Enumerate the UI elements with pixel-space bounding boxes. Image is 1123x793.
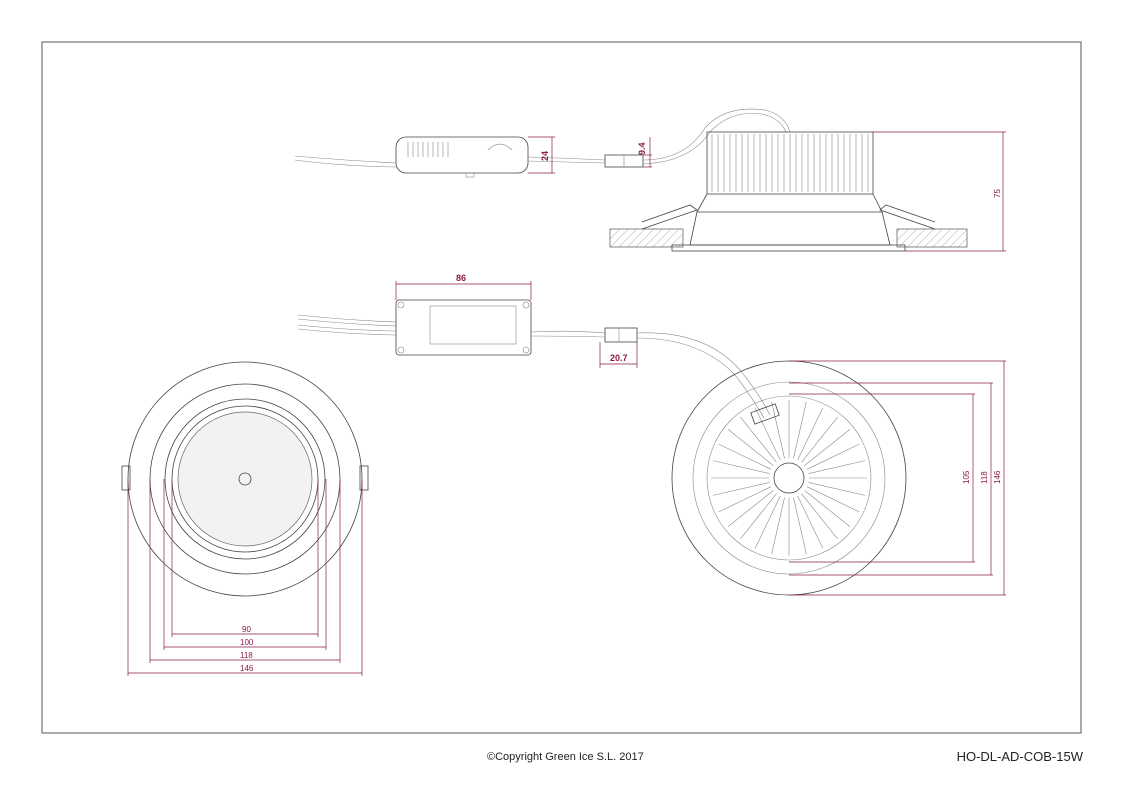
drawing-frame <box>41 41 1082 734</box>
dim-fixture-height: 75 <box>993 189 1002 198</box>
dim-driver-length: 86 <box>456 273 466 283</box>
driver-top-view: 86 20.7 <box>297 273 771 419</box>
copyright-text: ©Copyright Green Ice S.L. 2017 <box>487 751 644 763</box>
back-radial-fin <box>771 401 785 459</box>
back-radial-fin <box>801 493 838 540</box>
back-radial-fin <box>797 495 824 549</box>
back-radial-fin <box>806 486 860 513</box>
back-radial-fin <box>754 407 781 461</box>
back-radial-fin <box>740 493 777 540</box>
dim-connector-height: 9.4 <box>637 142 647 155</box>
back-radial-fin <box>793 401 807 459</box>
dim-back-118: 118 <box>980 471 989 484</box>
back-radial-fin <box>754 495 781 549</box>
back-radial-fin <box>793 497 807 555</box>
dim-front-118: 118 <box>240 651 253 660</box>
back-radial-fin <box>797 407 824 461</box>
driver-top <box>395 299 532 356</box>
dim-connector-length: 20.7 <box>610 353 628 363</box>
dim-back-105: 105 <box>962 470 971 484</box>
model-code: HO-DL-AD-COB-15W <box>956 749 1083 764</box>
back-view: 105 118 146 <box>671 360 1006 596</box>
back-radial-fin <box>804 429 851 466</box>
back-radial-fin <box>718 443 772 470</box>
back-radial-fin <box>727 429 774 466</box>
dim-back-146: 146 <box>993 470 1002 484</box>
ceiling-right <box>896 228 968 248</box>
ceiling-left <box>609 228 684 248</box>
back-radial-fin <box>740 416 777 463</box>
back-radial-fin <box>727 490 774 527</box>
dim-front-100: 100 <box>240 638 254 647</box>
back-radial-fin <box>801 416 838 463</box>
back-radial-fin <box>718 486 772 513</box>
back-radial-fin <box>712 482 770 496</box>
back-cable-clamp <box>750 403 780 425</box>
back-hub <box>773 462 805 494</box>
back-radial-fin <box>808 460 866 474</box>
back-radial-fin <box>808 482 866 496</box>
front-view: 90 100 118 146 <box>121 361 369 676</box>
dim-front-90: 90 <box>242 625 251 634</box>
front-lens <box>177 411 313 547</box>
back-radial-fin <box>712 460 770 474</box>
bezel-side <box>671 244 906 252</box>
side-view: 24 9.4 75 <box>294 108 1006 252</box>
back-radial-fin <box>804 490 851 527</box>
back-radial-fin <box>771 497 785 555</box>
back-radial-fin <box>806 443 860 470</box>
front-center-dot <box>238 472 252 486</box>
dim-front-146: 146 <box>240 664 254 673</box>
dim-driver-height: 24 <box>540 151 550 161</box>
heatsink-side <box>706 131 874 195</box>
connector-top <box>604 327 638 343</box>
driver-side <box>395 136 529 174</box>
